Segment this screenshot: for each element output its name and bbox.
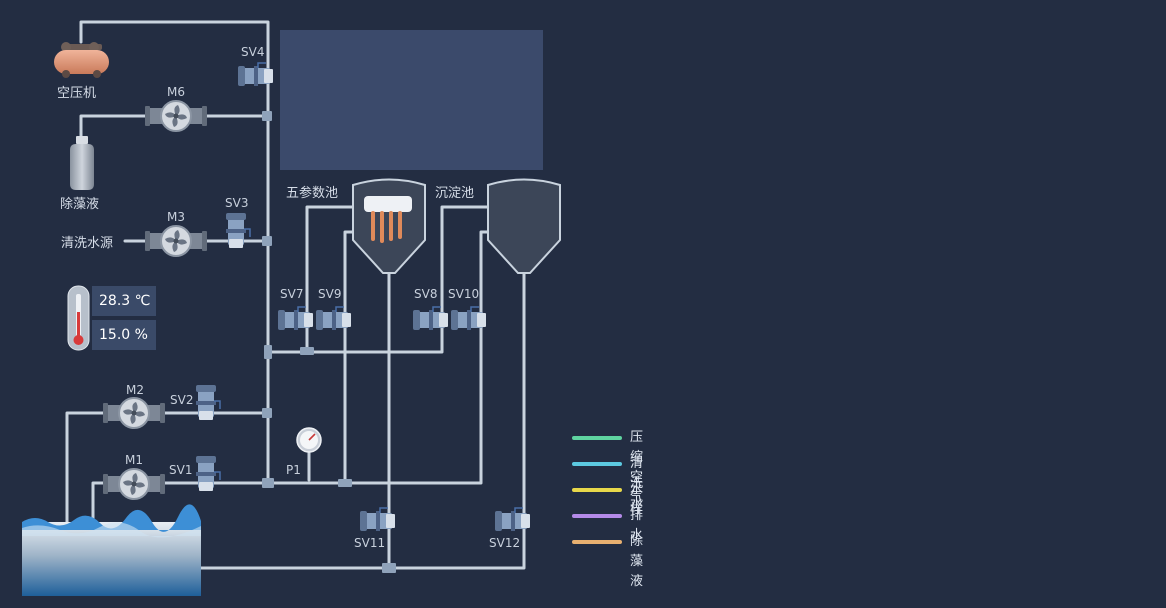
- valve-sv7-label: SV7: [280, 287, 304, 301]
- valve-sv7-icon[interactable]: [278, 306, 313, 330]
- legend-label: 排水: [630, 508, 644, 543]
- valve-sv2-label: SV2: [170, 393, 194, 407]
- thermometer-icon: [67, 285, 90, 351]
- valve-sv1-label: SV1: [169, 463, 193, 477]
- water-reservoir: [22, 504, 201, 596]
- cleaning-source-label: 清洗水源: [61, 236, 114, 251]
- joint: [262, 111, 272, 121]
- valve-sv3-label: SV3: [225, 196, 249, 210]
- valve-sv12-icon[interactable]: [495, 507, 530, 531]
- valve-sv9-icon[interactable]: [316, 306, 351, 330]
- pump-m2-icon[interactable]: [103, 397, 165, 429]
- valve-sv10-label: SV10: [448, 287, 480, 301]
- pipe-m1: [91, 230, 494, 539]
- valve-sv10-icon[interactable]: [451, 306, 486, 330]
- compressor-icon: [54, 42, 109, 78]
- legend-label: 水样: [630, 482, 644, 517]
- pump-m3-icon[interactable]: [145, 225, 207, 257]
- pump-m1-icon[interactable]: [103, 468, 165, 500]
- legend-label: 除藻液: [630, 534, 644, 589]
- valve-sv4-icon[interactable]: [238, 62, 273, 86]
- gauge-p1-label: P1: [286, 463, 301, 477]
- pipe-m2: [65, 411, 270, 537]
- pump-m2-label: M2: [126, 383, 144, 397]
- joint: [262, 478, 274, 488]
- joint: [264, 345, 272, 359]
- valve-sv2-icon[interactable]: [196, 385, 221, 420]
- pipe-joints: [262, 111, 396, 573]
- valve-sv12-label: SV12: [489, 536, 521, 550]
- legend-swatch: [572, 436, 622, 440]
- pipe-branch-sv7: [266, 205, 499, 354]
- pipe-compressor-main: [79, 20, 270, 485]
- data-display-panel: [280, 30, 543, 170]
- legend-label: 清洗水: [630, 456, 644, 511]
- valve-sv3-icon[interactable]: [226, 213, 251, 248]
- pipe-drain-right: [170, 268, 526, 570]
- settling-tank-label: 沉淀池: [435, 186, 475, 201]
- valve-sv8-label: SV8: [414, 287, 438, 301]
- humidity-readout: 15.0 %: [92, 320, 156, 350]
- valves: [196, 62, 530, 531]
- pressure-gauge-icon: [296, 427, 322, 453]
- pipe-sv7-vertical: [305, 205, 360, 354]
- joint: [262, 236, 272, 246]
- pump-m6-label: M6: [167, 85, 185, 99]
- legend-swatch: [572, 540, 622, 544]
- pipe-sv9-vertical: [343, 230, 360, 485]
- legend-label: 压缩空气: [630, 430, 644, 505]
- legend-swatch: [572, 488, 622, 492]
- algaecide-tank-label: 除藻液: [60, 197, 100, 212]
- five-param-tank-label: 五参数池: [286, 186, 339, 201]
- valve-sv11-label: SV11: [354, 536, 386, 550]
- joint: [382, 563, 396, 573]
- compressor-label: 空压机: [57, 86, 97, 101]
- pumps: [103, 100, 207, 500]
- valve-sv8-icon[interactable]: [413, 306, 448, 330]
- joint: [300, 347, 314, 355]
- valve-sv9-label: SV9: [318, 287, 342, 301]
- settling-tank: [487, 178, 561, 274]
- valve-sv11-icon[interactable]: [360, 507, 395, 531]
- legend-swatch: [572, 514, 622, 518]
- joint: [338, 479, 352, 487]
- joint: [262, 408, 272, 418]
- pump-m1-label: M1: [125, 453, 143, 467]
- valve-sv4-label: SV4: [241, 45, 265, 59]
- pump-m6-icon[interactable]: [145, 100, 207, 132]
- valve-sv1-icon[interactable]: [196, 456, 221, 491]
- legend-swatch: [572, 462, 622, 466]
- pump-m3-label: M3: [167, 210, 185, 224]
- five-param-tank: [352, 178, 426, 274]
- temperature-readout: 28.3 ℃: [92, 286, 156, 316]
- algaecide-bottle-icon: [70, 136, 94, 190]
